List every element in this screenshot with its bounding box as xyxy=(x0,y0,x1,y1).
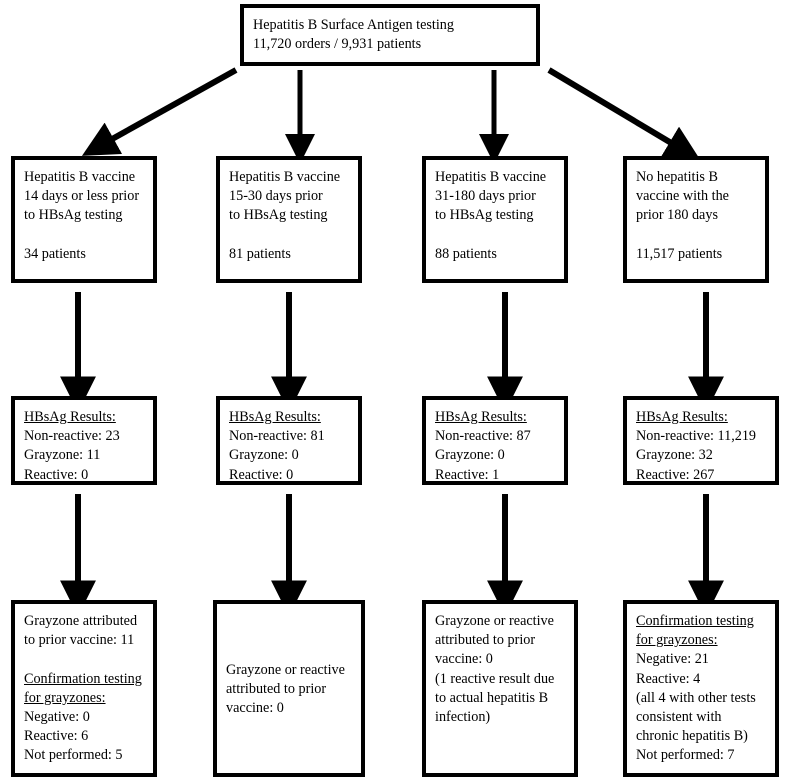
box-line: to HBsAg testing xyxy=(24,207,123,224)
box-line: prior 180 days xyxy=(636,207,718,224)
box-line: Reactive: 267 xyxy=(636,466,715,483)
box-line: (all 4 with other tests xyxy=(636,689,756,706)
box-line: Grayzone or reactive xyxy=(226,661,345,678)
box-results-14-days-or-less: HBsAg Results: Non-reactive: 23 Grayzone: … xyxy=(11,396,157,485)
box-results-31-180-days: HBsAg Results: Non-reactive: 87 Grayzone: … xyxy=(422,396,568,485)
box-line: Negative: 0 xyxy=(24,709,90,726)
box-line: attributed to prior xyxy=(435,632,536,649)
box-total-testing: Hepatitis B Surface Antigen testing 11,72… xyxy=(240,4,540,66)
box-line: Grayzone: 0 xyxy=(435,447,505,464)
box-line: to HBsAg testing xyxy=(435,207,534,224)
box-line: consistent with xyxy=(636,709,722,726)
box-line: Hepatitis B vaccine xyxy=(229,169,341,185)
box-line: No hepatitis B xyxy=(636,169,718,185)
box-line: Not performed: 5 xyxy=(24,747,123,764)
box-line: Not performed: 7 xyxy=(636,747,735,764)
box-line: Hepatitis B vaccine xyxy=(435,169,547,185)
box-line: 15-30 days prior xyxy=(229,188,323,205)
box-line: Hepatitis B Surface Antigen testing xyxy=(253,17,454,33)
box-outcome-15-30-days: Grayzone or reactive attributed to prior v… xyxy=(213,600,365,777)
box-line: Reactive: 1 xyxy=(435,466,500,483)
box-line: 11,720 orders / 9,931 patients xyxy=(253,36,422,53)
box-line: Grayzone: 0 xyxy=(229,447,299,464)
box-line xyxy=(229,226,349,245)
box-line: vaccine: 0 xyxy=(435,651,493,668)
box-line: Grayzone attributed xyxy=(24,613,138,629)
box-cohort-15-30-days: Hepatitis B vaccine 15-30 days prior to HB… xyxy=(216,156,362,283)
box-line: Reactive: 0 xyxy=(24,466,89,483)
box-line xyxy=(636,226,756,245)
box-line: to prior vaccine: 11 xyxy=(24,632,135,649)
box-line: vaccine with the xyxy=(636,188,729,205)
box-line xyxy=(24,650,144,669)
box-line: Non-reactive: 23 xyxy=(24,428,120,445)
box-line: Reactive: 0 xyxy=(229,466,294,483)
box-line: 31-180 days prior xyxy=(435,188,536,205)
box-line: Negative: 21 xyxy=(636,651,709,668)
box-line xyxy=(435,226,555,245)
box-line: Grayzone: 11 xyxy=(24,447,101,464)
box-line: to actual hepatitis B xyxy=(435,689,549,706)
box-line: Grayzone: 32 xyxy=(636,447,713,464)
box-heading: for grayzones: xyxy=(636,632,718,649)
box-line: infection) xyxy=(435,709,491,726)
box-cohort-31-180-days: Hepatitis B vaccine 31-180 days prior to H… xyxy=(422,156,568,283)
box-line: attributed to prior xyxy=(226,680,327,697)
box-line: Grayzone or reactive xyxy=(435,613,554,629)
box-line: to HBsAg testing xyxy=(229,207,328,224)
box-line: Reactive: 4 xyxy=(636,670,701,687)
arrow-top-to-group4 xyxy=(547,67,701,161)
box-line xyxy=(24,226,144,245)
box-heading: HBsAg Results: xyxy=(435,409,527,425)
box-outcome-no-vaccine: Confirmation testing for grayzones: Negati… xyxy=(623,600,779,777)
box-line: 81 patients xyxy=(229,245,291,262)
box-results-15-30-days: HBsAg Results: Non-reactive: 81 Grayzone: … xyxy=(216,396,362,485)
box-heading: HBsAg Results: xyxy=(24,409,116,425)
box-heading: HBsAg Results: xyxy=(229,409,321,425)
box-line: 11,517 patients xyxy=(636,245,723,262)
box-line: 34 patients xyxy=(24,245,86,262)
box-line: Non-reactive: 87 xyxy=(435,428,531,445)
box-line: 14 days or less prior xyxy=(24,188,140,205)
box-line: chronic hepatitis B) xyxy=(636,728,748,745)
box-heading: HBsAg Results: xyxy=(636,409,728,425)
box-line: Hepatitis B vaccine xyxy=(24,169,136,185)
box-heading: Confirmation testing xyxy=(636,613,754,629)
box-outcome-31-180-days: Grayzone or reactive attributed to prior v… xyxy=(422,600,578,777)
box-heading: for grayzones: xyxy=(24,689,106,706)
box-cohort-14-days-or-less: Hepatitis B vaccine 14 days or less prior… xyxy=(11,156,157,283)
arrow-top-to-group1 xyxy=(81,67,238,156)
box-line: (1 reactive result due xyxy=(435,670,555,687)
box-line: Non-reactive: 81 xyxy=(229,428,325,445)
box-line: Reactive: 6 xyxy=(24,728,89,745)
box-line: 88 patients xyxy=(435,245,497,262)
box-heading: Confirmation testing xyxy=(24,670,142,687)
box-line: Non-reactive: 11,219 xyxy=(636,428,757,445)
box-cohort-no-vaccine: No hepatitis B vaccine with the prior 180 … xyxy=(623,156,769,283)
box-line: vaccine: 0 xyxy=(226,700,284,717)
